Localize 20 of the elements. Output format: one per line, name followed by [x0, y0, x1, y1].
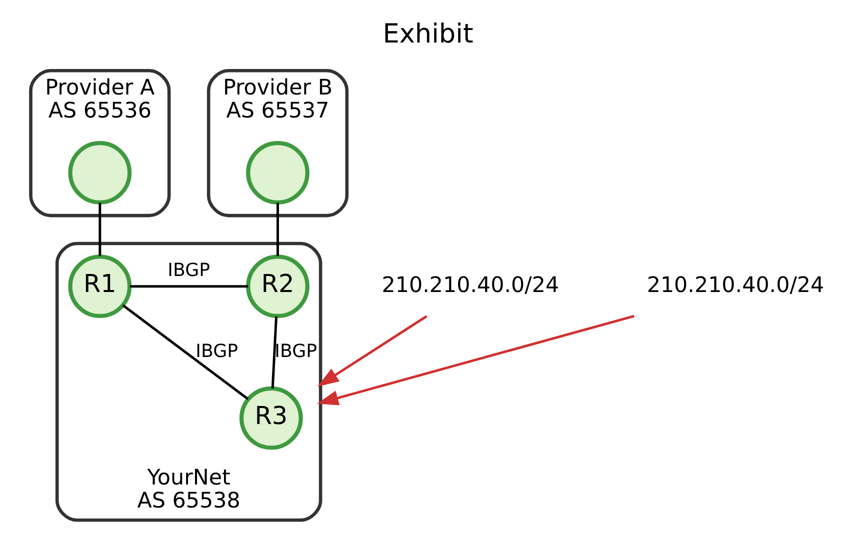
- node-text: 210.210.40.0/24: [646, 272, 824, 298]
- diagram-title: Exhibit: [382, 19, 474, 50]
- connector: [122, 304, 249, 400]
- connector: [276, 202, 279, 256]
- edge-label: IBGP: [196, 340, 238, 362]
- connector: [271, 316, 278, 389]
- node-circle: R1: [68, 254, 132, 318]
- edge-label: IBGP: [168, 260, 210, 282]
- node-circle: R3: [239, 386, 303, 450]
- cluster: Provider B AS 65537: [206, 69, 349, 218]
- node-circle: [246, 141, 310, 204]
- arrow: [317, 315, 428, 387]
- node-text: 210.210.40.0/24: [382, 272, 560, 298]
- connector: [130, 285, 248, 288]
- node-circle: R2: [246, 254, 310, 318]
- edge-label: IBGP: [274, 340, 318, 362]
- connector: [98, 202, 102, 256]
- cluster: Provider A AS 65536: [29, 69, 171, 218]
- arrow: [316, 314, 634, 406]
- node-circle: [68, 141, 132, 204]
